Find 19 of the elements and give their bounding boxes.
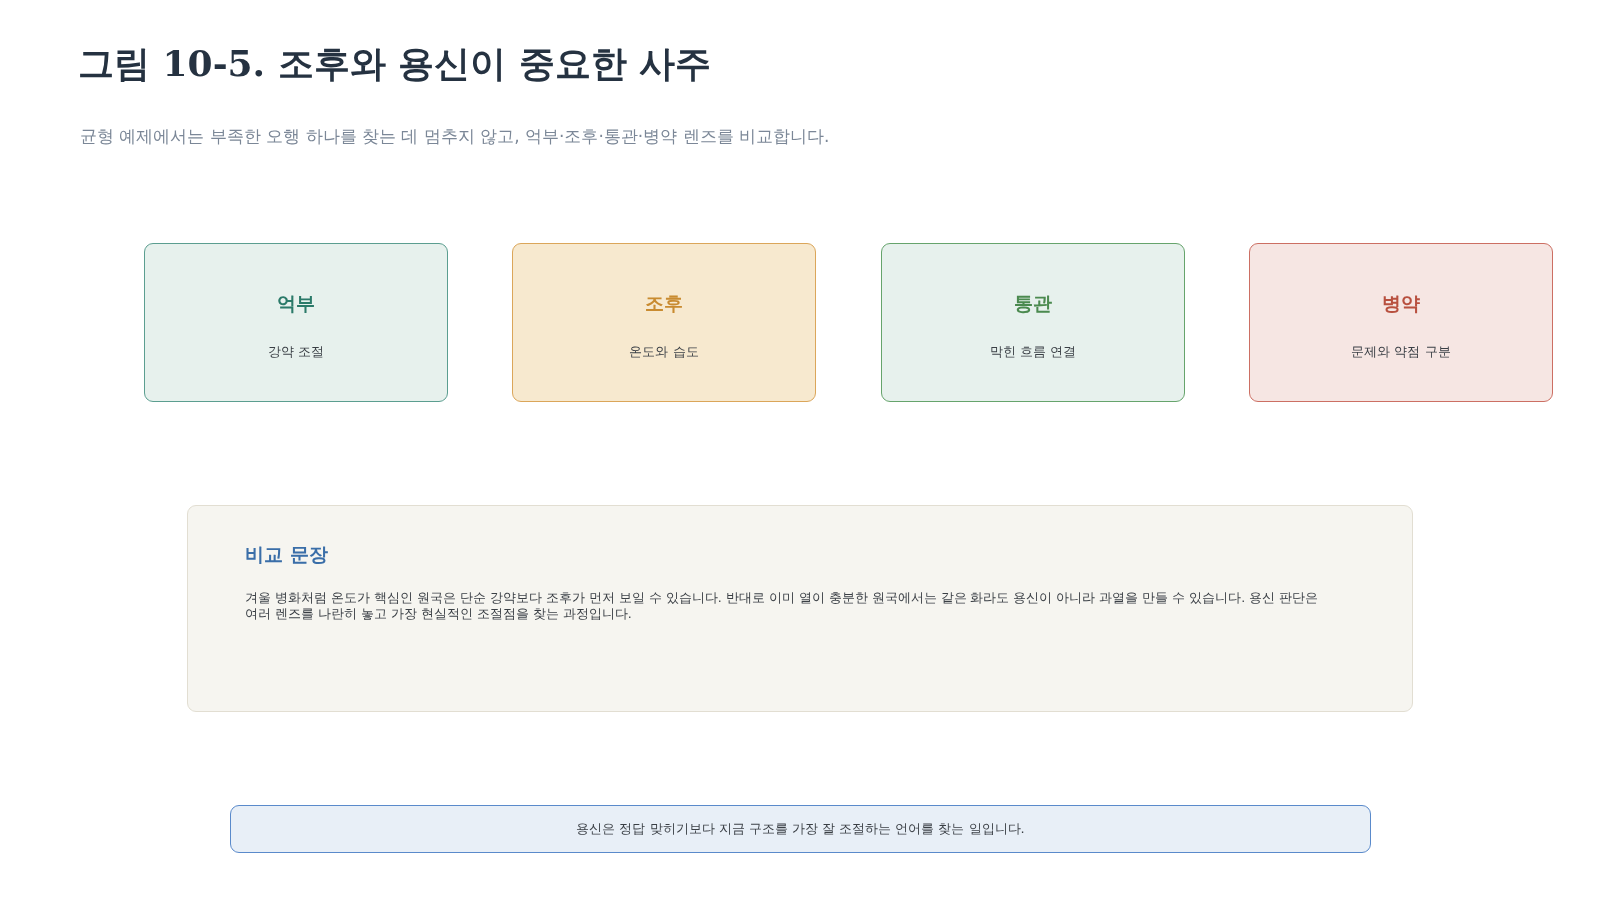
comparison-panel [187,505,1413,712]
lens-card [144,243,448,402]
card-description: 문제와 약점 구분 [1351,343,1451,361]
summary-banner [230,805,1371,853]
lens-card [512,243,816,402]
lens-card [881,243,1185,402]
card-heading: 조후 [645,291,683,315]
card-heading: 통관 [1014,291,1052,315]
page-title: 그림 10-5. 조후와 용신이 중요한 사주 [78,41,712,86]
card-description: 강약 조절 [267,343,325,361]
card-description: 온도와 습도 [629,343,699,361]
panel-body-text: 겨울 병화처럼 온도가 핵심인 원국은 단순 강약보다 조후가 먼저 보일 수 있습니다. 반대로 이미 열이 충분한 원국에서는 같은 화라도 용신이 아니라 과열을 만들 수 있습니다. 용신 판단은 여러 렌즈를 나란히 놓고 가장 현실적인 조절점을 찾는 과정입니다. [245,590,1320,622]
panel-heading: 비교 문장 [245,542,328,566]
card-heading: 억부 [277,291,315,315]
banner-text: 용신은 정답 맞히기보다 지금 구조를 가장 잘 조절하는 언어를 찾는 일입니다. [576,820,1025,838]
card-description: 막힌 흐름 연결 [989,343,1077,361]
card-heading: 병약 [1382,291,1420,315]
page-subtitle: 균형 예제에서는 부족한 오행 하나를 찾는 데 멈추지 않고, 억부·조후·통관·병약 렌즈를 비교합니다. [80,125,830,147]
lens-card [1249,243,1553,402]
